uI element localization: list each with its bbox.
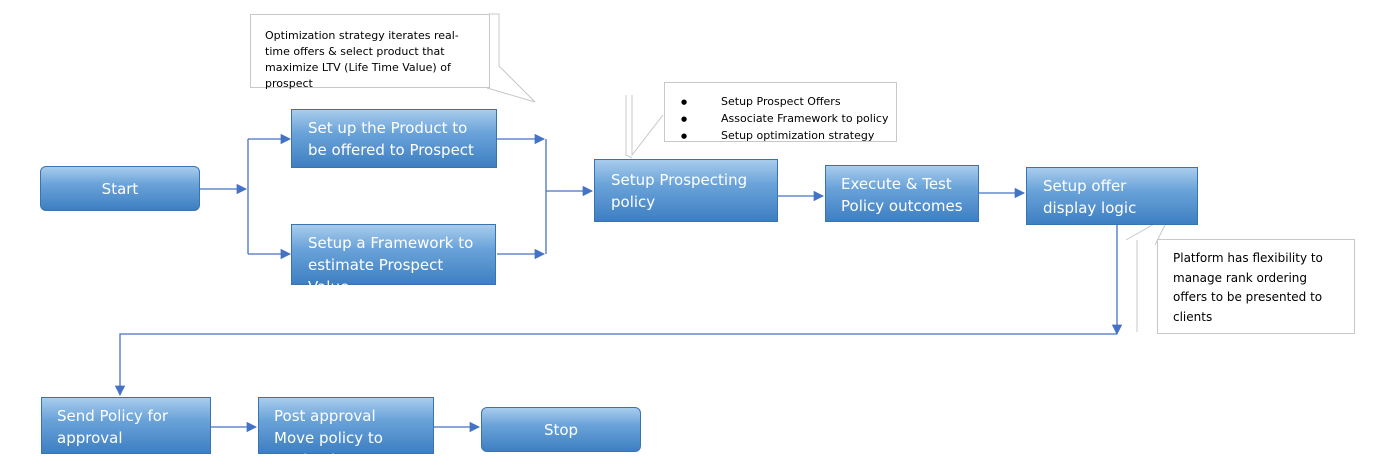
product-label: Set up the Product to be offered to Pros… — [308, 119, 474, 159]
execute-label: Execute & Test Policy outcomes — [841, 175, 963, 215]
callout-platform: Platform has flexibility to manage rank … — [1157, 239, 1355, 334]
list-item: Setup optimization strategy — [665, 128, 896, 141]
policy-items-list: Setup Prospect Offers Associate Framewor… — [665, 94, 896, 141]
framework-label: Setup a Framework to estimate Prospect V… — [308, 234, 474, 296]
post-step: Post approval Move policy to Production — [258, 397, 434, 469]
send-label: Send Policy for approval — [57, 407, 169, 447]
callout-optimization-text: Optimization strategy iterates real-time… — [265, 29, 459, 90]
framework-step: Setup a Framework to estimate Prospect V… — [291, 224, 496, 296]
post-label: Post approval Move policy to Production — [274, 407, 383, 469]
start-label: Start — [101, 179, 139, 198]
callout-policy-bracket-inner — [631, 95, 664, 157]
connector-return — [114, 333, 1117, 397]
callout-optimization: Optimization strategy iterates real-time… — [250, 14, 490, 90]
callout-optimization-pointer — [486, 13, 536, 103]
list-item: Setup Prospect Offers — [665, 94, 896, 111]
list-item: Associate Framework to policy — [665, 111, 896, 128]
prospecting-step: Setup Prospecting policy — [594, 159, 778, 222]
callout-policy-items: Setup Prospect Offers Associate Framewor… — [664, 82, 897, 142]
stop-label: Stop — [543, 420, 579, 439]
display-label: Setup offer display logic — [1043, 177, 1137, 217]
callout-policy-bracket — [625, 95, 633, 159]
display-step: Setup offer display logic — [1026, 167, 1198, 225]
send-step: Send Policy for approval — [41, 397, 211, 454]
start-node: Start — [40, 166, 200, 211]
execute-step: Execute & Test Policy outcomes — [825, 165, 979, 222]
product-step: Set up the Product to be offered to Pros… — [291, 109, 497, 168]
prospecting-label: Setup Prospecting policy — [611, 171, 748, 211]
stop-node: Stop — [481, 407, 641, 452]
callout-platform-text: Platform has flexibility to manage rank … — [1173, 251, 1323, 324]
